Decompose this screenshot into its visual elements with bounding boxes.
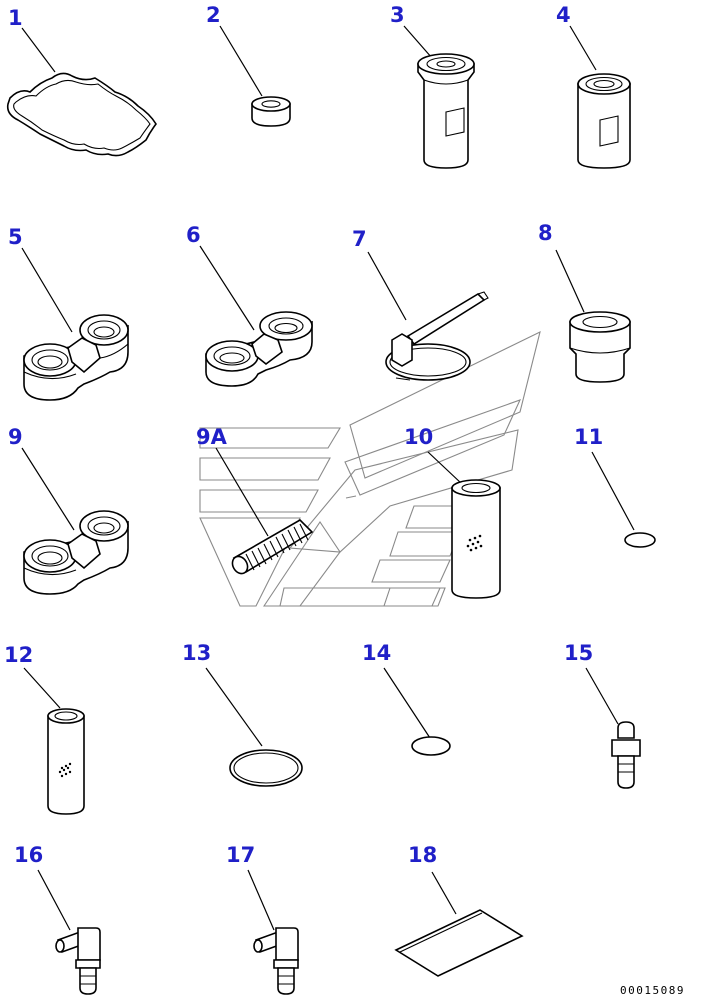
part-4-filter: 4	[556, 3, 631, 169]
callout-12: 12	[4, 643, 33, 667]
callout-10: 10	[404, 425, 433, 449]
part-17-elbow-fitting: 17	[226, 843, 299, 995]
callout-5: 5	[8, 225, 23, 249]
part-10-filter-element: 10	[404, 425, 501, 599]
part-6-clamp: 6	[186, 223, 313, 387]
callout-6: 6	[186, 223, 201, 247]
part-13-o-ring: 13	[182, 641, 303, 787]
part-8-bushing: 8	[538, 221, 631, 383]
part-3-filter: 3	[390, 3, 475, 169]
callout-1: 1	[8, 6, 23, 30]
part-14-seal: 14	[362, 641, 451, 756]
part-9a-spring: 9A	[196, 425, 314, 575]
callout-13: 13	[182, 641, 211, 665]
document-number: 00015089	[620, 984, 685, 997]
callout-4: 4	[556, 3, 571, 27]
callout-3: 3	[390, 3, 405, 27]
part-11-seal: 11	[574, 425, 656, 548]
part-18-label-sheet: 18	[394, 843, 524, 977]
callout-17: 17	[226, 843, 255, 867]
callout-15: 15	[564, 641, 593, 665]
mesh-dots-icon	[58, 762, 72, 778]
part-15-grease-fitting: 15	[564, 641, 641, 789]
part-9-clamp: 9	[8, 425, 129, 595]
callout-16: 16	[14, 843, 43, 867]
callout-14: 14	[362, 641, 391, 665]
part-12-tube: 12	[4, 643, 85, 815]
mesh-dots-icon	[466, 534, 483, 552]
callout-11: 11	[574, 425, 603, 449]
part-2-spacer: 2	[206, 3, 291, 127]
callout-9a: 9A	[196, 425, 228, 449]
callout-2: 2	[206, 3, 221, 27]
part-1-gasket: 1	[6, 6, 157, 157]
part-5-clamp: 5	[8, 225, 129, 401]
part-7-hose-clamp: 7	[352, 227, 489, 381]
callout-18: 18	[408, 843, 437, 867]
part-16-elbow-fitting: 16	[14, 843, 101, 995]
callout-7: 7	[352, 227, 367, 251]
callout-9: 9	[8, 425, 23, 449]
callout-8: 8	[538, 221, 553, 245]
